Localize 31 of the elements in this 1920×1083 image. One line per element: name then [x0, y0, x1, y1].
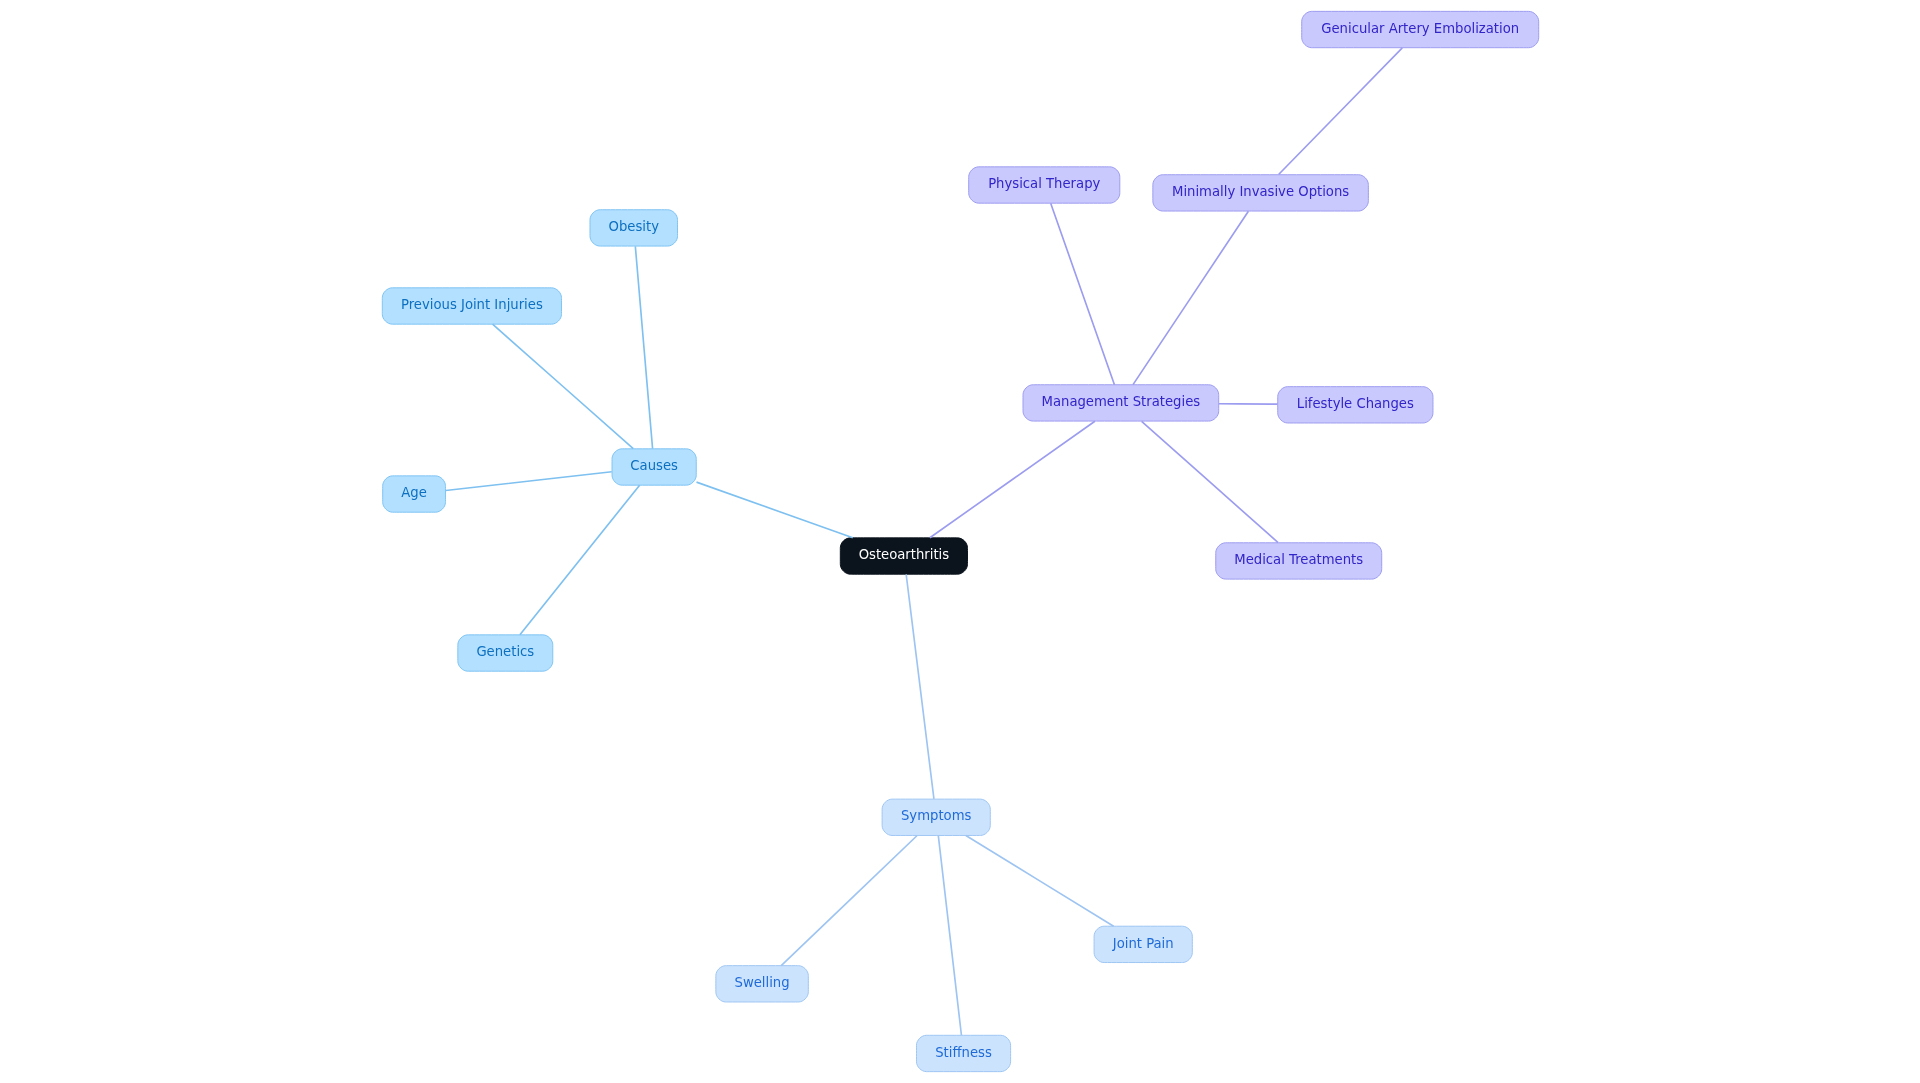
connector [904, 573, 935, 800]
node-box: Physical Therapy [967, 166, 1120, 204]
connector [928, 420, 1096, 539]
connector [634, 245, 653, 450]
connector [1049, 202, 1115, 386]
node-box: Swelling [714, 965, 809, 1003]
connector [1131, 210, 1249, 386]
connector [518, 484, 640, 636]
connector [1277, 47, 1403, 176]
node-box: Age [381, 475, 446, 513]
node-box: Genicular Artery Embolization [1300, 10, 1539, 49]
node-box: Osteoarthritis [839, 537, 968, 575]
node-box: Stiffness [915, 1034, 1011, 1073]
node-box: Minimally Invasive Options [1151, 174, 1369, 212]
node-box: Obesity [589, 209, 678, 247]
node-box: Joint Pain [1093, 925, 1193, 964]
node-box: Previous Joint Injuries [381, 287, 562, 325]
connector [1217, 402, 1278, 406]
node-box: Genetics [456, 634, 553, 672]
connector [964, 834, 1114, 928]
node-box: Symptoms [881, 798, 991, 836]
node-box: Management Strategies [1022, 384, 1219, 422]
connector [937, 835, 962, 1036]
connector [444, 470, 613, 492]
connector [695, 481, 854, 539]
connector [491, 323, 634, 450]
connector [779, 834, 918, 967]
node-box: Causes [611, 448, 697, 486]
node-box: Lifestyle Changes [1276, 386, 1433, 424]
connector [1140, 420, 1279, 544]
node-box: Medical Treatments [1214, 542, 1382, 580]
